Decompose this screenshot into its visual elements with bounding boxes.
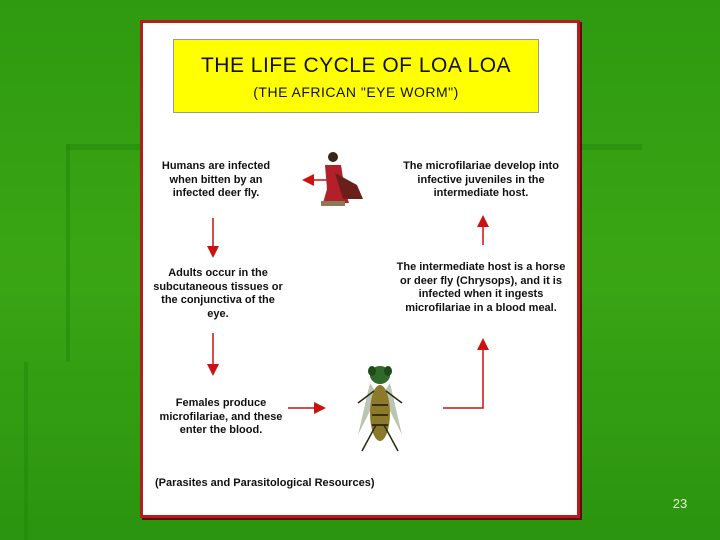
background-band bbox=[24, 362, 28, 540]
diagram-title: THE LIFE CYCLE OF LOA LOA bbox=[200, 54, 512, 77]
step-females: Females produce microfilariae, and these… bbox=[159, 397, 283, 436]
lifecycle-diagram: THE LIFE CYCLE OF LOA LOA (THE AFRICAN "… bbox=[140, 20, 580, 518]
background-band bbox=[66, 144, 70, 362]
step-adults: Adults occur in the subcutaneous tissues… bbox=[153, 267, 283, 320]
arrow-fly-to-host bbox=[443, 338, 489, 409]
diagram-subtitle: (THE AFRICAN "EYE WORM") bbox=[253, 84, 459, 100]
title-banner: THE LIFE CYCLE OF LOA LOA (THE AFRICAN "… bbox=[173, 39, 539, 113]
slide-number: 23 bbox=[672, 496, 688, 511]
deer-fly-icon bbox=[357, 366, 403, 452]
step-intermediate-host: The intermediate host is a horse or deer… bbox=[396, 261, 566, 314]
source-credit: (Parasites and Parasitological Resources… bbox=[155, 477, 375, 489]
cycle-arrows bbox=[207, 152, 489, 452]
human-figure-icon bbox=[321, 152, 363, 206]
step-humans-infected: Humans are infected when bitten by an in… bbox=[161, 160, 271, 199]
step-microfilariae-develop: The microfilariae develop into infective… bbox=[403, 160, 559, 199]
